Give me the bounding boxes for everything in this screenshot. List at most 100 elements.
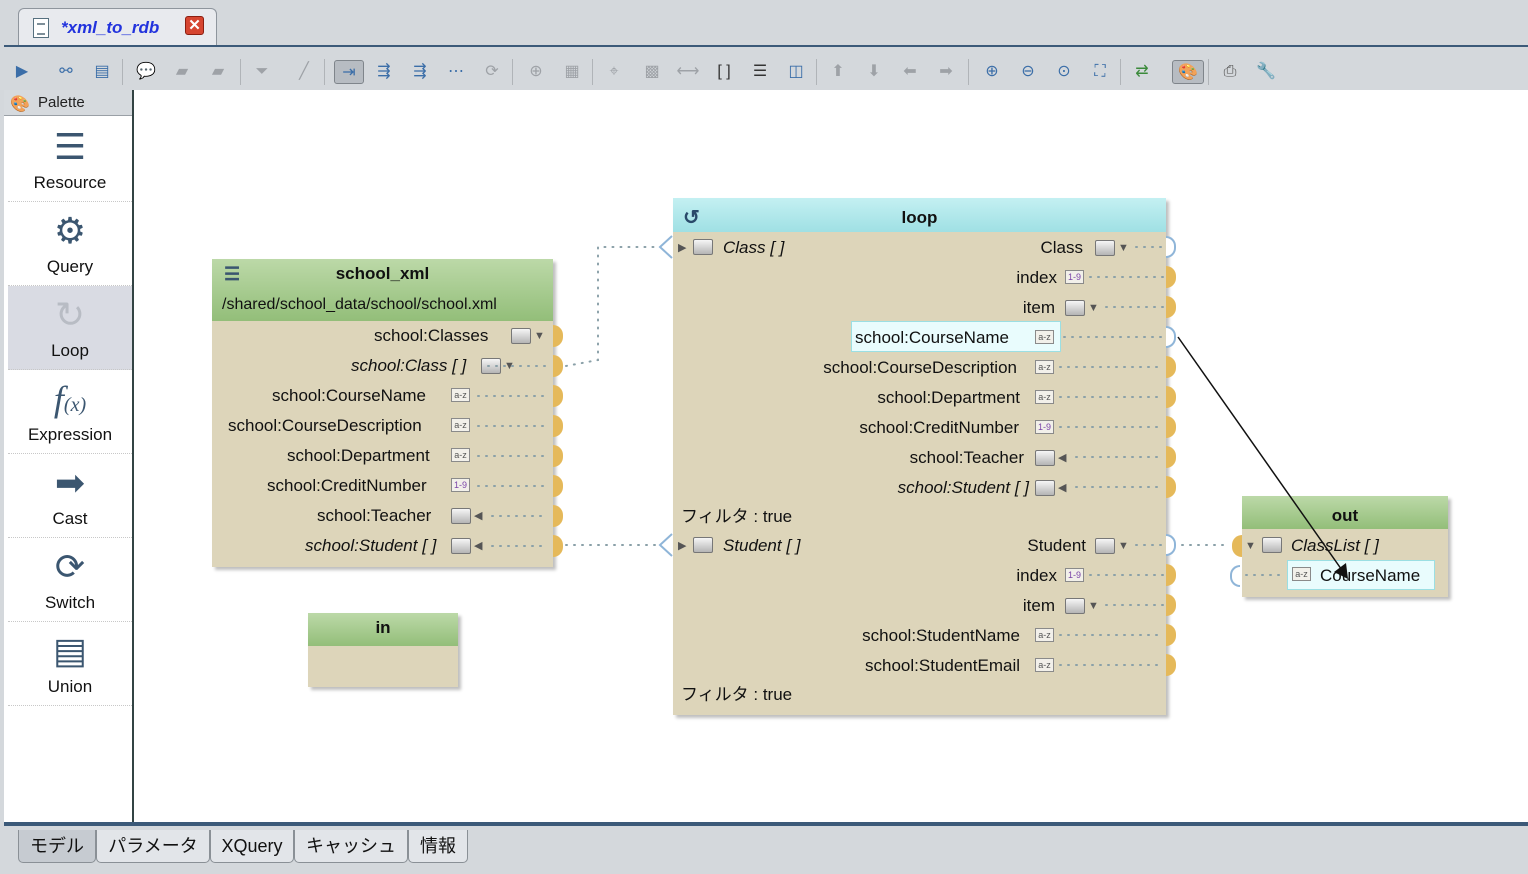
loop-row-creditnumber[interactable]: school:CreditNumber bbox=[859, 418, 1019, 437]
expand-arrow-icon[interactable]: ▼ bbox=[1088, 600, 1099, 612]
expand-arrow-icon[interactable]: ▼ bbox=[1088, 302, 1099, 314]
expand-arrow-icon[interactable]: ▼ bbox=[1245, 540, 1256, 552]
tree-row-student-array[interactable]: school:Student [ ] bbox=[305, 536, 437, 555]
output-port[interactable] bbox=[1166, 564, 1176, 586]
loop-row-coursename[interactable]: school:CourseName bbox=[855, 328, 1010, 347]
tab-info[interactable]: 情報 bbox=[408, 830, 468, 863]
layout-expand-icon[interactable]: ⇶ bbox=[377, 63, 391, 80]
loop-row-item[interactable]: item bbox=[1022, 298, 1055, 317]
palette-item-cast[interactable]: ➡ Cast bbox=[8, 454, 132, 538]
output-port[interactable] bbox=[1166, 356, 1176, 378]
loop-row-coursedescription[interactable]: school:CourseDescription bbox=[823, 358, 1017, 377]
save-icon[interactable]: ▤ bbox=[94, 63, 110, 80]
fit-all-icon[interactable]: ⛶ bbox=[1094, 63, 1106, 80]
tab-parameters[interactable]: パラメータ bbox=[96, 830, 210, 863]
output-port[interactable] bbox=[1166, 416, 1176, 438]
palette-toggle-icon[interactable]: 🎨 bbox=[1172, 60, 1204, 84]
loop-input-student[interactable]: Student [ ] bbox=[723, 536, 801, 555]
expand-arrow-icon[interactable]: ▼ bbox=[504, 360, 515, 372]
loop-row-teacher[interactable]: school:Teacher bbox=[909, 448, 1024, 467]
zoom-out-icon[interactable]: ⊖ bbox=[1021, 63, 1035, 80]
school-xml-header[interactable]: ☰ school_xml /shared/school_data/school/… bbox=[212, 259, 553, 321]
arrow-down-icon[interactable]: ⬇ bbox=[867, 63, 881, 80]
tab-cache[interactable]: キャッシュ bbox=[294, 830, 408, 863]
editor-tab-xml-to-rdb[interactable]: *xml_to_rdb ✕ bbox=[18, 8, 217, 46]
output-port[interactable] bbox=[553, 385, 563, 407]
list-icon[interactable]: ☰ bbox=[752, 63, 768, 80]
out-row-classlist[interactable]: ClassList [ ] bbox=[1291, 536, 1379, 555]
tab-model[interactable]: モデル bbox=[18, 830, 96, 863]
loop-node-header[interactable]: ↺ loop bbox=[673, 198, 1166, 232]
output-port[interactable] bbox=[553, 535, 563, 557]
output-port[interactable] bbox=[1166, 446, 1176, 468]
out-row-coursename[interactable]: CourseName bbox=[1320, 566, 1421, 585]
tree-row-coursename[interactable]: school:CourseName bbox=[272, 386, 427, 405]
collapse-arrow-icon[interactable]: ◀ bbox=[1058, 452, 1067, 464]
palette-item-resource[interactable]: ☰ Resource bbox=[8, 118, 132, 202]
tree-row-class-array[interactable]: school:Class [ ] bbox=[351, 356, 467, 375]
collapse-arrow-icon[interactable]: ◀ bbox=[1058, 482, 1067, 494]
sync-icon[interactable]: ⇄ bbox=[1135, 63, 1149, 80]
loop-row-index[interactable]: index bbox=[1016, 268, 1057, 287]
close-tab-button[interactable]: ✕ bbox=[185, 16, 204, 35]
palette-header[interactable]: 🎨 Palette bbox=[4, 90, 132, 116]
loop-row-studentemail[interactable]: school:StudentEmail bbox=[865, 656, 1020, 675]
grid-icon[interactable]: ▩ bbox=[644, 63, 660, 80]
loop-row-class[interactable]: Class bbox=[1040, 238, 1083, 257]
output-port[interactable] bbox=[1166, 296, 1176, 318]
tree-row-coursedescription[interactable]: school:CourseDescription bbox=[228, 416, 422, 435]
comment-icon[interactable]: 💬 bbox=[136, 63, 156, 80]
settings-wrench-icon[interactable]: 🔧 bbox=[1256, 63, 1276, 80]
output-port[interactable] bbox=[1166, 624, 1176, 646]
in-node-header[interactable]: in bbox=[308, 613, 458, 646]
output-port[interactable] bbox=[1166, 654, 1176, 676]
tree-icon[interactable]: ⚯ bbox=[59, 63, 73, 80]
expand-arrow-icon[interactable]: ▼ bbox=[1118, 242, 1129, 254]
output-port[interactable] bbox=[553, 355, 563, 377]
zoom-in-icon[interactable]: ⊕ bbox=[985, 63, 999, 80]
tree-row-creditnumber[interactable]: school:CreditNumber bbox=[267, 476, 427, 495]
loop-row-department[interactable]: school:Department bbox=[877, 388, 1020, 407]
output-port[interactable] bbox=[1166, 594, 1176, 616]
in-node[interactable]: in bbox=[308, 613, 458, 687]
palette-item-switch[interactable]: ⟳ Switch bbox=[8, 538, 132, 622]
palette-item-expression[interactable]: f(x) Expression bbox=[8, 370, 132, 454]
output-port[interactable] bbox=[1166, 476, 1176, 498]
output-port[interactable] bbox=[553, 475, 563, 497]
tree-row-classes[interactable]: school:Classes bbox=[374, 326, 489, 345]
run-icon[interactable]: ▶ bbox=[15, 63, 29, 80]
output-port[interactable] bbox=[553, 505, 563, 527]
loop-row-item[interactable]: item bbox=[1022, 596, 1055, 615]
output-port[interactable] bbox=[1166, 266, 1176, 288]
expand-arrow-icon[interactable]: ▼ bbox=[534, 330, 545, 342]
expand-arrow-icon[interactable]: ▶ bbox=[678, 540, 687, 552]
brackets-icon[interactable]: [ ] bbox=[717, 63, 731, 80]
add-circle-icon[interactable]: ⊕ bbox=[529, 63, 543, 80]
arrow-up-icon[interactable]: ⬆ bbox=[831, 63, 845, 80]
tab-xquery[interactable]: XQuery bbox=[210, 830, 294, 863]
loop-row-student[interactable]: Student bbox=[1027, 536, 1086, 555]
width-icon[interactable]: ⟷ bbox=[676, 63, 700, 80]
loop-row-student-array[interactable]: school:Student [ ] bbox=[897, 478, 1029, 497]
output-port[interactable] bbox=[553, 415, 563, 437]
expand-arrow-icon[interactable]: ▶ bbox=[678, 242, 687, 254]
school-xml-node[interactable]: ☰ school_xml /shared/school_data/school/… bbox=[212, 259, 553, 567]
layout-tree-icon[interactable]: ⇶ bbox=[413, 63, 427, 80]
line-icon[interactable]: ╱ bbox=[299, 63, 309, 80]
loop-input-class[interactable]: Class [ ] bbox=[723, 238, 785, 257]
output-port[interactable] bbox=[1166, 386, 1176, 408]
refresh-icon[interactable]: ⟳ bbox=[485, 63, 499, 80]
print-icon[interactable]: ⎙ bbox=[1223, 63, 1237, 80]
out-node-header[interactable]: out bbox=[1242, 496, 1448, 529]
comment-icon-disabled[interactable]: ▰ bbox=[175, 63, 189, 80]
loop-row-studentname[interactable]: school:StudentName bbox=[862, 626, 1020, 645]
expand-arrow-icon[interactable]: ▼ bbox=[1118, 540, 1129, 552]
palette-item-query[interactable]: ⚙ Query bbox=[8, 202, 132, 286]
layout-horizontal-icon[interactable]: ⇥ bbox=[334, 60, 364, 84]
arrow-right-icon[interactable]: ➡ bbox=[939, 63, 953, 80]
table-icon[interactable]: ▦ bbox=[564, 63, 580, 80]
output-port[interactable] bbox=[553, 445, 563, 467]
zoom-fit-icon[interactable]: ⊙ bbox=[1057, 63, 1071, 80]
loop-row-index[interactable]: index bbox=[1016, 566, 1057, 585]
more-icon[interactable]: ⋯ bbox=[448, 63, 464, 80]
